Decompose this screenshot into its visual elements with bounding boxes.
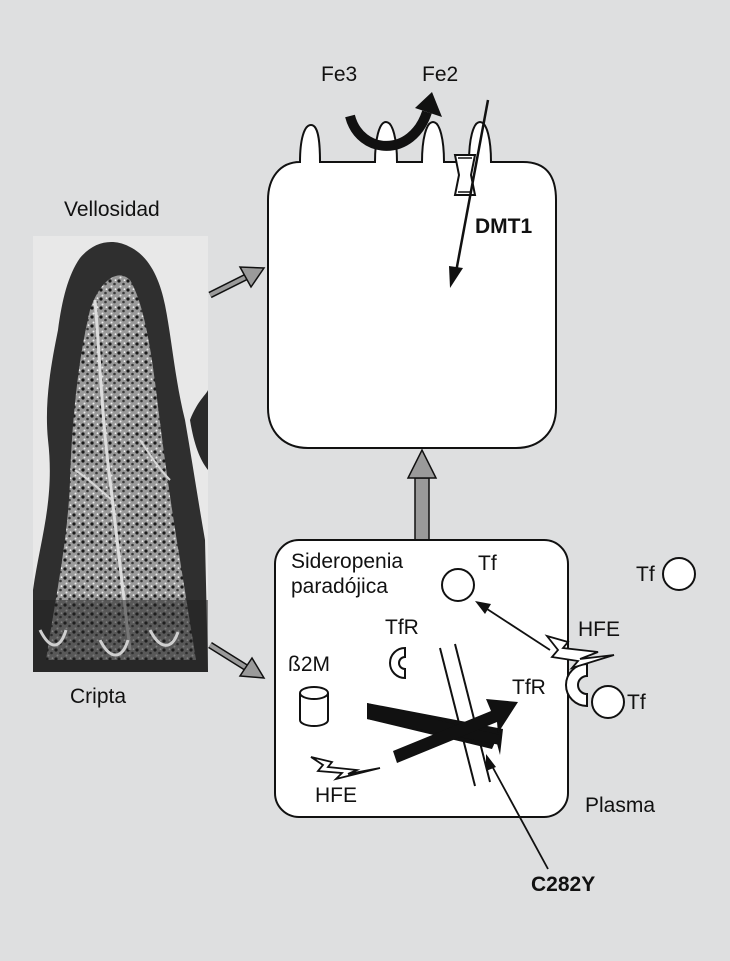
tf-circle-plasma <box>662 557 696 591</box>
sideropenia-label-line2: paradójica <box>291 575 388 598</box>
tfr-label: TfR <box>385 616 419 639</box>
dmt1-label: DMT1 <box>475 215 533 238</box>
crypt-to-cell-arrow <box>208 642 266 679</box>
hfe-cytosol-label: HFE <box>315 784 357 807</box>
cripta-label: Cripta <box>70 685 127 708</box>
c282y-label: C282Y <box>531 873 596 896</box>
hfe-membrane-label: HFE <box>578 618 620 641</box>
hfe-membrane-icon <box>544 634 615 670</box>
golgi-membrane-lines <box>439 643 491 787</box>
hfe-trafficking-thick-arrow <box>393 699 518 763</box>
plasma-label: Plasma <box>585 794 656 817</box>
villus-core <box>46 275 196 660</box>
fe3-label: Fe3 <box>321 63 358 86</box>
b2m-cylinder-icon <box>299 686 329 727</box>
tf-circle-bound <box>591 685 625 719</box>
tfr-membrane-receptor-icon <box>565 662 588 708</box>
hfe-cytosol-icon <box>310 756 381 781</box>
c282y-mutation-arrow <box>486 754 549 870</box>
crypt-to-villus-maturation-arrow <box>406 448 438 541</box>
tf-circle-inner <box>441 568 475 602</box>
b2m-trafficking-thick-arrow <box>367 703 503 755</box>
tf-inner-label: Tf <box>478 552 497 575</box>
tf-plasma-label: Tf <box>636 563 655 586</box>
fe2-label: Fe2 <box>422 63 459 86</box>
villus-micrograph <box>33 236 208 672</box>
vellosidad-label: Vellosidad <box>64 198 160 221</box>
tf-internalization-arrow <box>475 601 551 651</box>
tfr-membrane-label: TfR <box>512 676 546 699</box>
tf-bound-label: Tf <box>627 691 646 714</box>
villus-to-enterocyte-arrow <box>208 266 266 299</box>
b2m-label: ß2M <box>288 653 330 676</box>
tfr-receptor-icon <box>389 646 406 680</box>
sideropenia-label-line1: Sideropenia <box>291 550 404 573</box>
fe3-to-fe2-reduction-arrow <box>345 92 442 151</box>
villus-enterocyte-cell <box>267 120 557 449</box>
dmt1-iron-flux-arrow <box>449 99 490 288</box>
